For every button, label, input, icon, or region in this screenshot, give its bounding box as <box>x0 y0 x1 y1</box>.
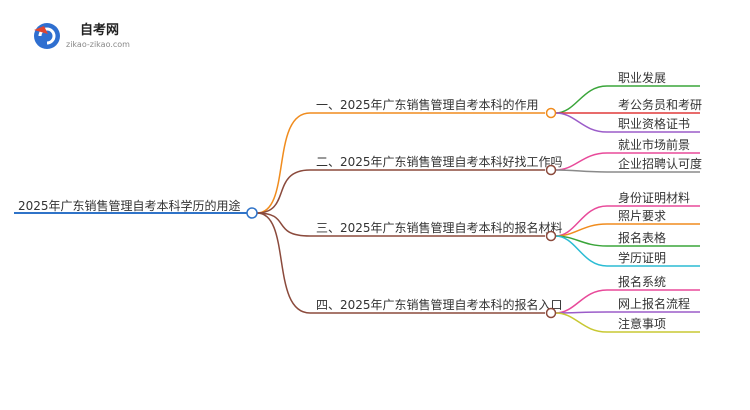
branch-connector-3 <box>256 212 311 237</box>
leaf-label-4-3[interactable]: 注意事项 <box>618 316 666 331</box>
branch-connector-2 <box>256 169 311 214</box>
branch-label-4[interactable]: 四、2025年广东销售管理自考本科的报名入口 <box>316 297 563 312</box>
site-logo[interactable]: 自考网 zikao-zikao.com <box>34 22 130 49</box>
logo-circle-icon <box>34 23 60 49</box>
branch-node-circle-1[interactable] <box>545 107 557 119</box>
leaf-connector-4-1 <box>555 289 608 314</box>
branch-connector-1 <box>256 112 311 214</box>
leaf-connector-3-1 <box>555 205 608 237</box>
leaf-label-1-1[interactable]: 职业发展 <box>618 70 666 85</box>
branch-label-2[interactable]: 二、2025年广东销售管理自考本科好找工作吗 <box>316 154 563 169</box>
leaf-label-2-2[interactable]: 企业招聘认可度 <box>618 156 702 171</box>
logo-flag-icon <box>34 26 48 34</box>
branch-label-1[interactable]: 一、2025年广东销售管理自考本科的作用 <box>316 97 539 112</box>
leaf-connector-2-1 <box>555 152 608 171</box>
leaf-label-1-2[interactable]: 考公务员和考研 <box>618 97 702 112</box>
root-node-circle[interactable] <box>246 207 258 219</box>
logo-url: zikao-zikao.com <box>66 40 130 49</box>
root-label: 2025年广东销售管理自考本科学历的用途 <box>18 198 241 213</box>
leaf-label-1-3[interactable]: 职业资格证书 <box>618 116 690 131</box>
mindmap-nodes: 2025年广东销售管理自考本科学历的用途 一、2025年广东销售管理自考本科的作用… <box>14 70 702 333</box>
leaf-label-4-2[interactable]: 网上报名流程 <box>618 296 690 311</box>
leaf-label-2-1[interactable]: 就业市场前景 <box>618 137 690 152</box>
leaf-connector-1-1 <box>555 85 608 114</box>
leaf-connector-3-4 <box>555 235 608 267</box>
leaf-connector-4-3 <box>555 312 608 333</box>
leaf-label-4-1[interactable]: 报名系统 <box>618 274 666 289</box>
branch-label-3[interactable]: 三、2025年广东销售管理自考本科的报名材料 <box>316 220 563 235</box>
leaf-label-3-2[interactable]: 照片要求 <box>618 209 666 223</box>
leaf-connector-2-2 <box>555 169 608 173</box>
logo-c-mark-icon <box>38 27 56 45</box>
branch-connector-4 <box>256 212 311 314</box>
logo-name: 自考网 <box>80 22 119 38</box>
leaf-label-3-1[interactable]: 身份证明材料 <box>618 190 690 205</box>
leaf-connector-1-3 <box>555 112 608 133</box>
leaf-label-3-3[interactable]: 报名表格 <box>618 230 666 245</box>
branch-node-circle-2[interactable] <box>545 164 557 176</box>
branch-node-circle-3[interactable] <box>545 230 557 242</box>
mindmap-links <box>256 85 608 333</box>
leaf-label-3-4[interactable]: 学历证明 <box>618 250 666 265</box>
branch-node-circle-4[interactable] <box>545 307 557 319</box>
